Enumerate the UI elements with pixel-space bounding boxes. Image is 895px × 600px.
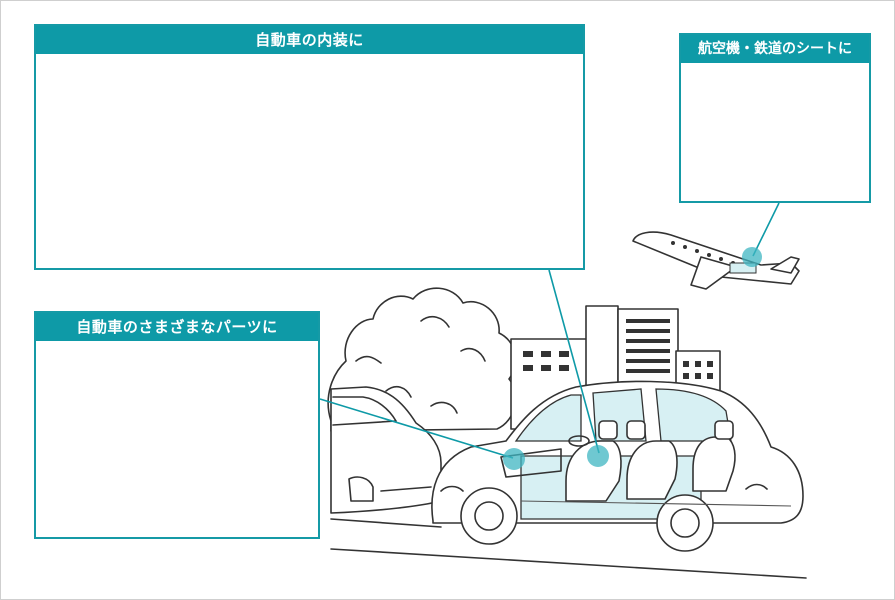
taxi-car-illustration: [431, 380, 804, 552]
road-illustration: [330, 518, 807, 579]
airplane-illustration: [632, 231, 800, 290]
callout-lines: [319, 202, 780, 459]
seats-highlight: [742, 247, 762, 267]
parked-car-illustration: [330, 386, 442, 514]
callout-panel-interior: 自動車の内装に: [34, 24, 585, 270]
panel-title-parts: 自動車のさまざまなパーツに: [36, 313, 318, 341]
panel-body-seats: [681, 63, 869, 201]
parts-highlight: [503, 448, 525, 470]
panel-body-interior: [36, 54, 583, 268]
panel-body-parts: [36, 341, 318, 537]
highlight-markers: [503, 247, 762, 470]
interior-highlight: [587, 445, 609, 467]
panel-title-interior: 自動車の内装に: [36, 26, 583, 54]
callout-panel-seats: 航空機・鉄道のシートに: [679, 33, 871, 203]
callout-panel-parts: 自動車のさまざまなパーツに: [34, 311, 320, 539]
panel-title-seats: 航空機・鉄道のシートに: [681, 35, 869, 63]
